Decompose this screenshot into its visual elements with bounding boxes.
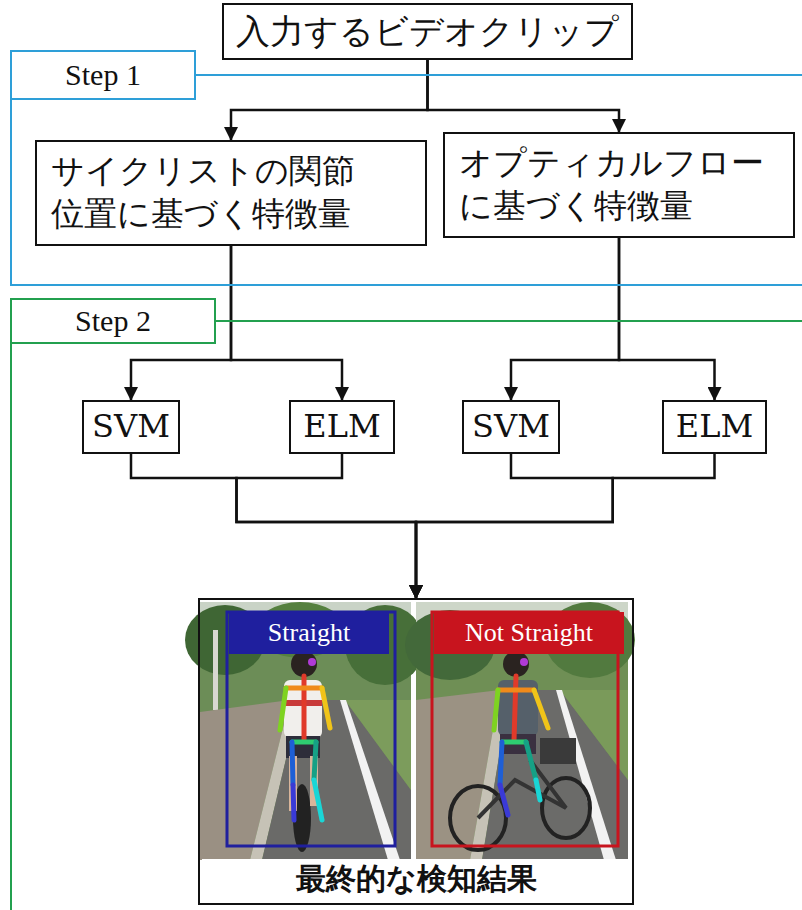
foliage	[200, 602, 411, 860]
bone	[292, 742, 293, 785]
bone	[292, 740, 316, 745]
feature-box: サイクリストの関節 位置に基づく特徴量	[35, 140, 427, 246]
bone	[322, 688, 330, 728]
detection-box	[227, 612, 395, 846]
class-tag: Not Straight	[434, 612, 624, 654]
flow-arrow	[131, 454, 416, 598]
pole	[213, 630, 218, 710]
head	[291, 651, 317, 677]
result-caption: 最終的な検知結果	[202, 859, 630, 901]
box-label: SVM	[472, 406, 550, 448]
foliage	[416, 602, 628, 860]
step-label: Step 1	[10, 50, 196, 100]
left-photo	[185, 602, 425, 860]
flow-arrow	[428, 60, 620, 132]
region-rule	[196, 74, 802, 76]
step-label: Step 2	[10, 298, 216, 344]
classifier-box: ELM	[662, 400, 767, 454]
flow-arrow	[231, 246, 342, 400]
joint	[308, 658, 316, 666]
frame	[478, 760, 566, 818]
box-label: サイクリストの関節 位置に基づく特徴量	[51, 150, 411, 236]
box-label: SVM	[92, 406, 170, 448]
region-rule	[216, 320, 802, 322]
bone	[286, 686, 322, 691]
flow-arrow	[237, 454, 417, 598]
flow-arrow	[511, 238, 619, 400]
lane-line	[556, 690, 616, 860]
bone	[502, 740, 526, 745]
bone	[500, 742, 502, 785]
tag-label: Straight	[268, 619, 350, 648]
bone	[514, 676, 516, 740]
flow-arrow	[416, 454, 613, 598]
bone	[314, 742, 316, 780]
feature-box: オプティカルフロー に基づく特徴量	[443, 132, 795, 238]
bone	[314, 780, 322, 820]
bone	[280, 688, 286, 730]
bone	[536, 780, 540, 800]
box-label: オプティカルフロー に基づく特徴量	[459, 142, 779, 228]
bone	[526, 742, 536, 780]
classifier-box: SVM	[462, 400, 560, 454]
basket	[540, 738, 576, 764]
flow-arrow	[416, 454, 715, 598]
right-photo	[405, 602, 635, 860]
step-region: Step 2 SVM ELM SVM ELM 最終的な検知結果 Straight Not St…	[10, 298, 802, 910]
box-label: 入力するビデオクリップ	[236, 9, 619, 53]
skeleton	[280, 676, 330, 820]
step-region: Step 1 サイクリストの関節 位置に基づく特徴量オプティカルフロー に基づく特…	[10, 50, 802, 286]
input-box: 入力するビデオクリップ	[222, 3, 633, 60]
result-panel: 最終的な検知結果 Straight Not Straight	[198, 598, 634, 905]
box-label: ELM	[303, 406, 380, 448]
lane-line	[340, 700, 400, 860]
skeleton	[494, 676, 548, 815]
bone	[293, 785, 294, 820]
bone	[500, 785, 508, 815]
head	[503, 651, 529, 677]
wheel	[293, 784, 311, 852]
bone	[534, 690, 548, 728]
flow-arrow	[619, 238, 715, 400]
bone	[498, 688, 534, 693]
classifier-box: SVM	[82, 400, 180, 454]
joint	[520, 658, 528, 666]
box-label: ELM	[676, 406, 753, 448]
bone	[494, 690, 498, 730]
tag-label: Not Straight	[465, 619, 593, 648]
class-tag: Straight	[229, 612, 389, 654]
shirt	[498, 680, 538, 736]
flow-arrow	[231, 60, 428, 140]
classifier-box: ELM	[289, 400, 395, 454]
